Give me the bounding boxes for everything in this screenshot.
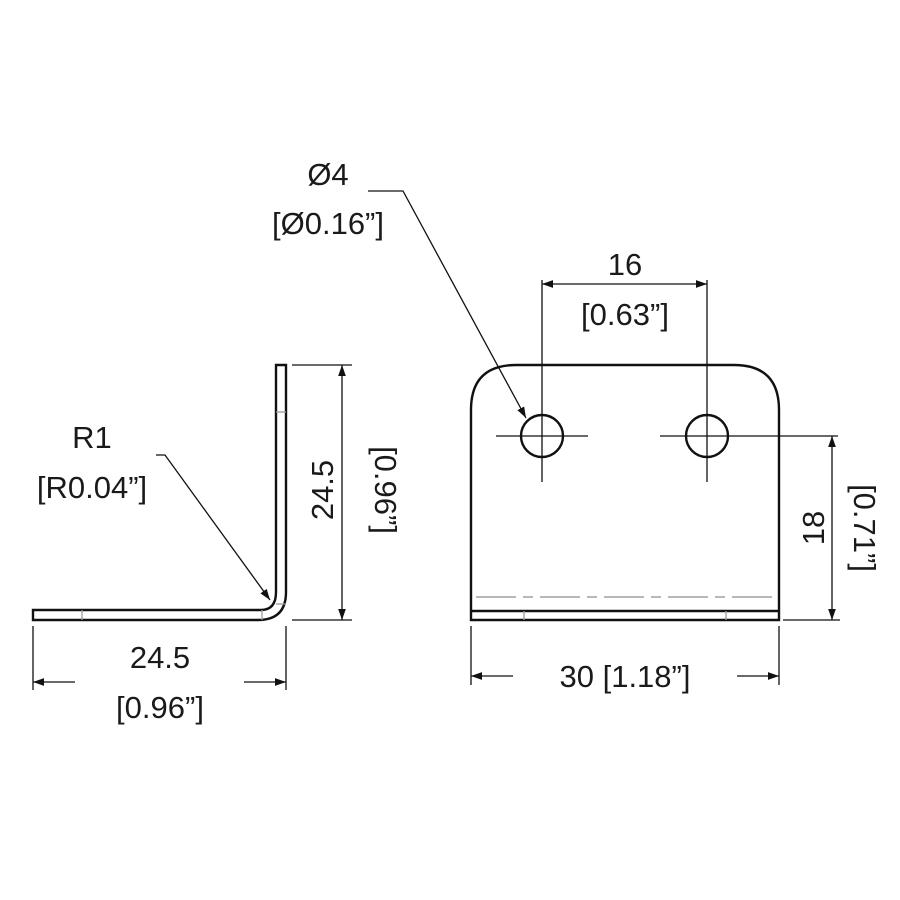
hole-diameter-value: Ø4	[307, 157, 348, 192]
vertical-leg-inch: [0.96”]	[368, 446, 403, 534]
bracket-profile	[31, 363, 288, 622]
vertical-leg-value: 24.5	[305, 460, 340, 520]
radius-value: R1	[72, 420, 112, 455]
width-value: 30 [1.18”]	[560, 659, 691, 694]
side-view: R1 [R0.04”] 24.5 [0.96”] 24.5 [0.96”]	[31, 363, 403, 725]
horizontal-leg-value: 24.5	[130, 640, 190, 675]
hole-height-value: 18	[796, 511, 831, 545]
radius-leader	[156, 454, 271, 601]
radius-inch: [R0.04”]	[37, 470, 147, 505]
front-view: Ø4 [Ø0.16”] 16 [0.63”] 18 [0.71”] 30 [1.…	[272, 157, 882, 694]
hole-spacing-value: 16	[608, 247, 642, 282]
hole-spacing-inch: [0.63”]	[581, 297, 669, 332]
plate-outline	[469, 363, 781, 622]
horizontal-leg-inch: [0.96”]	[116, 690, 204, 725]
hole-diameter-inch: [Ø0.16”]	[272, 206, 384, 241]
hole-diameter-leader	[368, 190, 527, 419]
hole-height-inch: [0.71”]	[847, 484, 882, 572]
